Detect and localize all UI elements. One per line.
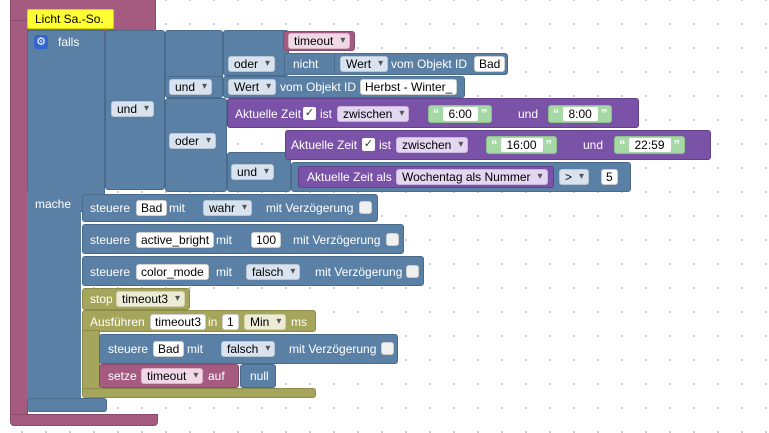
set-label: setze: [108, 369, 137, 383]
from-object-label-2: vom Objekt ID: [280, 80, 357, 94]
operator-dropdown-1[interactable]: zwischen: [337, 106, 410, 122]
exec-ms-label: ms: [291, 315, 307, 329]
control-object-3[interactable]: color_mode: [136, 264, 209, 280]
delay-label-1: mit Verzögerung: [266, 201, 354, 215]
with-label-3: mit: [216, 265, 232, 279]
checkbox-icon-1[interactable]: ✓: [303, 107, 316, 120]
from-object-label-1: vom Objekt ID: [391, 57, 468, 71]
not-label: nicht: [293, 57, 319, 71]
exec-block-bottom: [82, 388, 316, 398]
exec-label: Ausführen: [90, 315, 145, 329]
event-title-text: Licht Sa.-So.: [35, 12, 104, 26]
operator-dropdown-2[interactable]: zwischen: [396, 137, 469, 153]
stop-label: stop: [90, 292, 113, 306]
time-string-to-1[interactable]: “8:00”: [548, 105, 613, 123]
set-variable-dropdown[interactable]: timeout: [141, 368, 204, 384]
inner-with-label: mit: [187, 342, 203, 356]
weekday-format-dropdown[interactable]: Wochentag als Nummer: [396, 169, 548, 185]
delay-label-3: mit Verzögerung: [315, 265, 403, 279]
exec-in-label: in: [208, 315, 218, 329]
control-block-2[interactable]: [82, 224, 404, 254]
with-label-1: mit: [169, 201, 185, 215]
exec-block-side: [82, 330, 100, 392]
delay-label-2: mit Verzögerung: [293, 233, 381, 247]
ist-label-2: ist: [379, 138, 391, 152]
delay-checkbox-3[interactable]: [406, 265, 419, 278]
gear-icon[interactable]: ⚙: [34, 35, 48, 49]
inner-control-label: steuere: [108, 342, 149, 356]
logic-and-bottom-dropdown[interactable]: und: [231, 164, 275, 180]
control-value-field-2[interactable]: 100: [251, 232, 282, 248]
inner-control-value-dropdown[interactable]: falsch: [221, 341, 276, 357]
control-object-2[interactable]: active_bright: [136, 232, 215, 248]
exec-count-field[interactable]: 1: [222, 314, 239, 330]
time-to-2-value[interactable]: 22:59: [628, 138, 671, 152]
current-time-label-2: Aktuelle Zeit: [291, 138, 358, 152]
delay-checkbox-1[interactable]: [359, 201, 372, 214]
null-label: null: [250, 369, 269, 383]
stop-timer-dropdown[interactable]: timeout3: [116, 291, 186, 307]
ist-label-1: ist: [320, 107, 332, 121]
falls-label: falls: [58, 35, 80, 49]
time-string-to-2[interactable]: “22:59”: [614, 136, 686, 154]
control-label-1: steuere: [90, 201, 131, 215]
delay-checkbox-2[interactable]: [386, 233, 399, 246]
event-title[interactable]: Licht Sa.-So.: [27, 9, 114, 29]
if-block[interactable]: [27, 30, 105, 212]
logic-and-outer-dropdown[interactable]: und: [111, 101, 155, 117]
time-from-1-value[interactable]: 6:00: [442, 107, 478, 121]
control-object-1[interactable]: Bad: [136, 200, 168, 216]
comparator-dropdown[interactable]: >: [559, 169, 590, 185]
logic-or-bottom-dropdown[interactable]: oder: [169, 133, 217, 149]
time-from-2-value[interactable]: 16:00: [500, 138, 543, 152]
time-to-1-value[interactable]: 8:00: [562, 107, 598, 121]
logic-or-nested-dropdown[interactable]: oder: [228, 56, 276, 72]
object-id-field-1[interactable]: Bad: [474, 56, 506, 72]
inner-delay-label: mit Verzögerung: [289, 342, 377, 356]
control-label-3: steuere: [90, 265, 131, 279]
inner-control-object[interactable]: Bad: [153, 341, 185, 357]
and-label-1: und: [518, 107, 539, 121]
if-block-side: [27, 190, 81, 404]
time-string-from-1[interactable]: “6:00”: [428, 105, 493, 123]
value-dropdown-2[interactable]: Wert: [228, 79, 277, 95]
event-block-bottom: [10, 414, 158, 426]
current-time-label-1: Aktuelle Zeit: [235, 107, 302, 121]
null-block[interactable]: [240, 364, 276, 388]
weekday-number-field[interactable]: 5: [601, 169, 618, 185]
inner-delay-checkbox[interactable]: [381, 342, 394, 355]
mache-label: mache: [35, 197, 72, 211]
exec-unit-dropdown[interactable]: Min: [244, 314, 287, 330]
weekday-label: Aktuelle Zeit als: [307, 170, 392, 184]
checkbox-icon-2[interactable]: ✓: [362, 138, 375, 151]
object-id-field-2[interactable]: Herbst - Winter_: [360, 79, 458, 95]
logic-and-inner-dropdown[interactable]: und: [169, 79, 213, 95]
set-to-label: auf: [208, 369, 225, 383]
time-string-from-2[interactable]: “16:00”: [486, 136, 558, 154]
if-block-bottom: [27, 398, 107, 412]
and-label-2: und: [583, 138, 604, 152]
timeout-variable-dropdown[interactable]: timeout: [288, 33, 351, 49]
control-value-dropdown-1[interactable]: wahr: [203, 200, 253, 216]
control-label-2: steuere: [90, 233, 131, 247]
with-label-2: mit: [216, 233, 232, 247]
exec-timer-field[interactable]: timeout3: [150, 314, 207, 330]
event-block-side: [10, 20, 28, 424]
value-dropdown-1[interactable]: Wert: [340, 56, 389, 72]
control-value-dropdown-3[interactable]: falsch: [246, 264, 301, 280]
